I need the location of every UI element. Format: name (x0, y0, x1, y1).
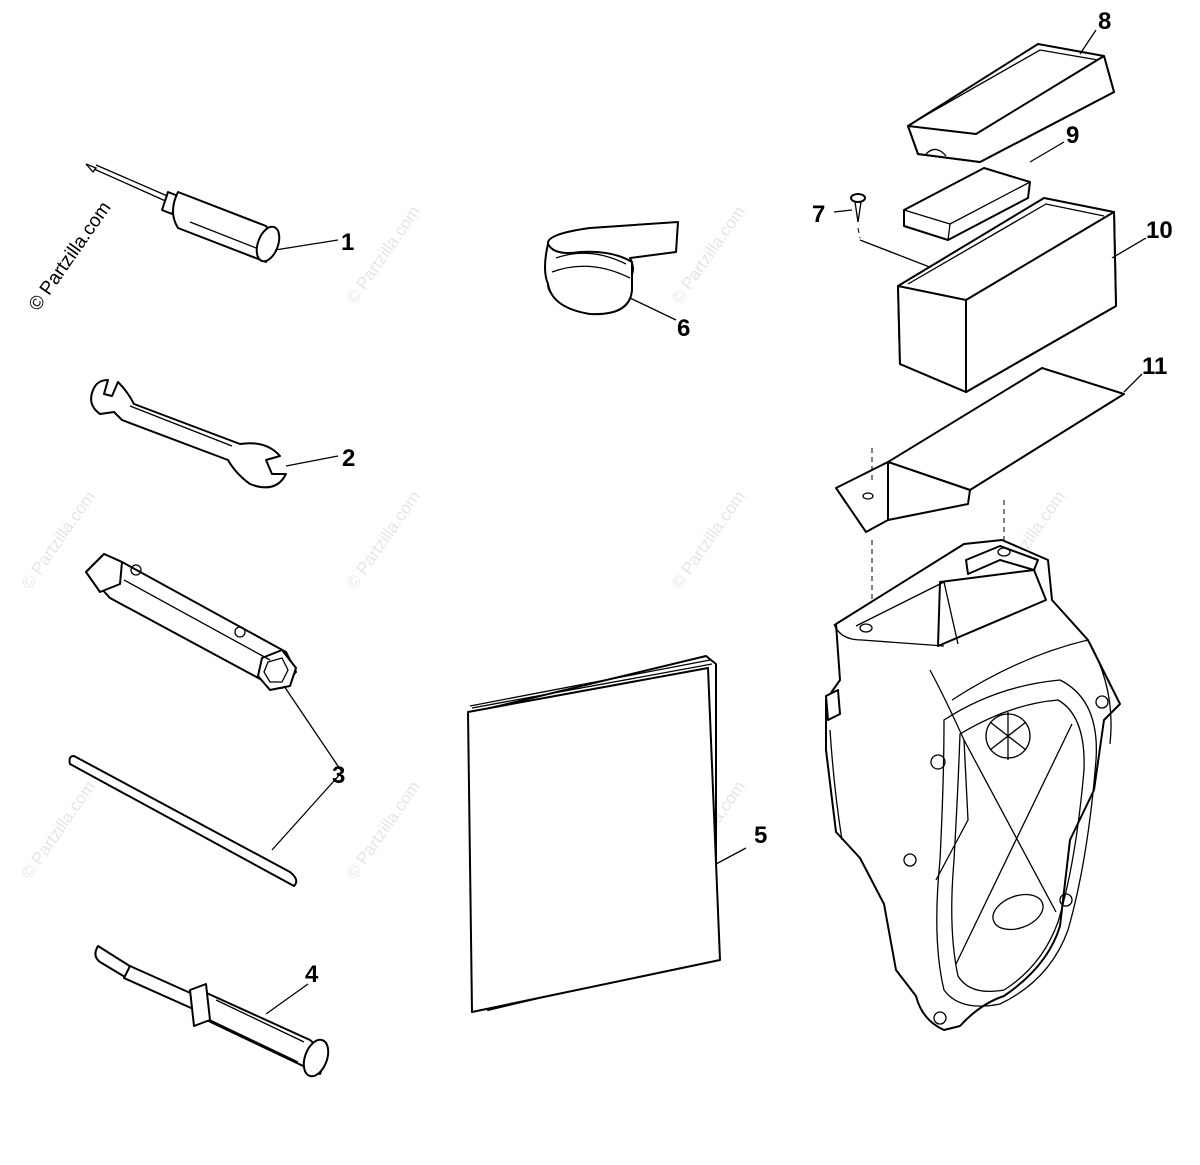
callout-7: 7 (812, 201, 825, 228)
watermark-tile: © Partzilla.com (668, 203, 749, 308)
callout-11: 11 (1142, 353, 1167, 380)
screw-icon (833, 193, 959, 279)
tube-socket-wrench-icon (85, 553, 297, 691)
screwdriver-icon (85, 163, 339, 263)
owners-manual-icon (467, 655, 747, 1013)
watermark-tile: © Partzilla.com (343, 203, 424, 308)
callout-4: 4 (305, 961, 319, 988)
callout-6: 6 (677, 315, 690, 342)
pulley-housing-icon (825, 539, 1121, 1031)
strap-roll-icon (544, 221, 679, 321)
callout-10: 10 (1146, 217, 1173, 244)
open-end-wrench-icon (90, 379, 339, 489)
tool-box-icon (897, 197, 1147, 393)
callout-1: 1 (341, 229, 354, 256)
foam-pad-icon (903, 141, 1065, 241)
watermark-main: © Partzilla.com (25, 198, 116, 315)
callout-5: 5 (754, 822, 767, 849)
screwdriver-handle-icon (94, 945, 330, 1078)
watermark-tile: © Partzilla.com (18, 778, 99, 883)
tool-box-lid-icon (907, 29, 1115, 163)
watermark-tile: © Partzilla.com (668, 488, 749, 593)
callout-8: 8 (1098, 8, 1111, 35)
watermark-tile: © Partzilla.com (343, 488, 424, 593)
callout-2: 2 (342, 445, 355, 472)
bracket-icon (835, 367, 1143, 533)
callout-3: 3 (332, 762, 345, 789)
tommy-bar-icon (68, 755, 298, 887)
watermark-tile: © Partzilla.com (343, 778, 424, 883)
watermark-tile: © Partzilla.com (18, 488, 99, 593)
callout-9: 9 (1066, 122, 1079, 149)
